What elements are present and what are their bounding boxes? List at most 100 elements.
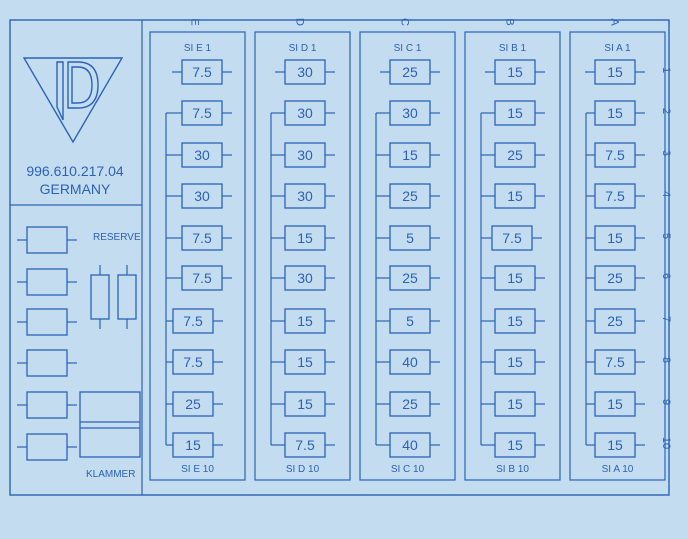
column-bottom-label: SI C 10 bbox=[391, 464, 425, 475]
fuse-rating: 25 bbox=[507, 147, 523, 163]
reserve-fuse bbox=[17, 268, 77, 296]
fuse: 30 bbox=[271, 183, 335, 209]
fuse-rating: 25 bbox=[402, 270, 418, 286]
fuse: 7.5 bbox=[166, 225, 232, 251]
column-top-label: SI E 1 bbox=[184, 43, 212, 54]
fuse: 5 bbox=[376, 308, 440, 334]
fuse-rating: 15 bbox=[297, 230, 313, 246]
row-number: 9 bbox=[660, 399, 672, 405]
column-letter: E bbox=[189, 18, 201, 25]
fuse-rating: 7.5 bbox=[605, 354, 625, 370]
fuse-rating: 25 bbox=[402, 64, 418, 80]
fuse-rating: 25 bbox=[607, 313, 623, 329]
reserve-label: RESERVE bbox=[93, 232, 141, 243]
row-number: 7 bbox=[660, 316, 672, 322]
row-number: 5 bbox=[660, 233, 672, 239]
fuse: 25 bbox=[376, 391, 440, 417]
spare-vertical-fuse bbox=[90, 265, 110, 329]
klammer-clip bbox=[79, 391, 141, 458]
column-frame bbox=[254, 31, 351, 481]
fuse-rating: 25 bbox=[402, 188, 418, 204]
fuse: 30 bbox=[166, 142, 232, 168]
column-top-label: SI D 1 bbox=[289, 43, 317, 54]
fuse: 25 bbox=[380, 59, 440, 85]
fuse-rating: 7.5 bbox=[192, 230, 212, 246]
fuse: 25 bbox=[376, 265, 440, 291]
part-number: 996.610.217.04 bbox=[26, 163, 124, 179]
fuse-rating: 7.5 bbox=[183, 313, 203, 329]
column-bottom-label: SI A 10 bbox=[602, 464, 634, 475]
outer-frame bbox=[9, 19, 670, 496]
fuse-rating: 30 bbox=[194, 188, 210, 204]
reserve-fuse bbox=[17, 226, 77, 254]
fuse: 7.5 bbox=[166, 265, 232, 291]
fuse: 25 bbox=[586, 308, 645, 334]
fuse-rating: 25 bbox=[607, 270, 623, 286]
fuse: 7.5 bbox=[586, 349, 645, 375]
fuse-rating: 30 bbox=[297, 147, 313, 163]
fuse-rating: 30 bbox=[402, 105, 418, 121]
spare-vertical-fuse bbox=[117, 265, 137, 329]
fuse-rating: 7.5 bbox=[605, 188, 625, 204]
column-top-label: SI B 1 bbox=[499, 43, 527, 54]
fuse-rating: 15 bbox=[607, 396, 623, 412]
row-number: 4 bbox=[660, 191, 672, 197]
klammer-body bbox=[79, 391, 141, 458]
column-letter: A bbox=[609, 18, 621, 26]
reserve-fuse bbox=[17, 349, 77, 377]
fuse: 7.5 bbox=[166, 100, 232, 126]
fuse-rating: 15 bbox=[507, 105, 523, 121]
column-bottom-label: SI E 10 bbox=[181, 464, 214, 475]
fuse-rating: 40 bbox=[402, 437, 418, 453]
reserve-fuse-body bbox=[26, 349, 68, 377]
fuse-rating: 15 bbox=[507, 270, 523, 286]
reserve-fuse bbox=[17, 433, 77, 461]
fuse-rating: 15 bbox=[185, 437, 201, 453]
fuse: 40 bbox=[376, 432, 440, 458]
fuse-rating: 15 bbox=[507, 313, 523, 329]
fuse: 7.5 bbox=[166, 308, 223, 334]
spare-fuse-body bbox=[90, 274, 110, 320]
reserve-fuse-body bbox=[26, 308, 68, 336]
fuse-rating: 15 bbox=[297, 354, 313, 370]
fuse-rating: 15 bbox=[507, 188, 523, 204]
fuse: 30 bbox=[271, 142, 335, 168]
fuse: 15 bbox=[481, 432, 545, 458]
fuse: 30 bbox=[271, 100, 335, 126]
fuse-rating: 7.5 bbox=[295, 437, 315, 453]
fuse: 15 bbox=[376, 142, 440, 168]
column-top-label: SI A 1 bbox=[604, 43, 631, 54]
reserve-fuse-body bbox=[26, 268, 68, 296]
fuse: 30 bbox=[271, 265, 335, 291]
fuse: 15 bbox=[481, 349, 545, 375]
fuse-rating: 30 bbox=[297, 105, 313, 121]
fuse: 15 bbox=[271, 391, 335, 417]
fuse: 5 bbox=[376, 225, 440, 251]
fuse-rating: 15 bbox=[607, 230, 623, 246]
fuse: 25 bbox=[166, 391, 223, 417]
reserve-fuse bbox=[17, 308, 77, 336]
fuse-rating: 15 bbox=[607, 437, 623, 453]
column-frame bbox=[359, 31, 456, 481]
reserve-fuse-body bbox=[26, 226, 68, 254]
fuse: 7.5 bbox=[481, 225, 542, 251]
reserve-fuse bbox=[17, 391, 77, 419]
fuse: 15 bbox=[481, 265, 545, 291]
reserve-fuses bbox=[17, 226, 141, 461]
fuse: 15 bbox=[586, 225, 645, 251]
column-bottom-label: SI D 10 bbox=[286, 464, 320, 475]
fuse-rating: 5 bbox=[406, 313, 414, 329]
spare-fuse-body bbox=[117, 274, 137, 320]
fuse: 7.5 bbox=[586, 142, 645, 168]
column-top-label: SI C 1 bbox=[394, 43, 422, 54]
fuse: 15 bbox=[586, 391, 645, 417]
fuse: 15 bbox=[481, 391, 545, 417]
reserve-fuse-body bbox=[26, 433, 68, 461]
fuse: 15 bbox=[586, 432, 645, 458]
column-frame bbox=[569, 31, 666, 481]
fuse: 25 bbox=[376, 183, 440, 209]
fuse: 15 bbox=[585, 59, 645, 85]
